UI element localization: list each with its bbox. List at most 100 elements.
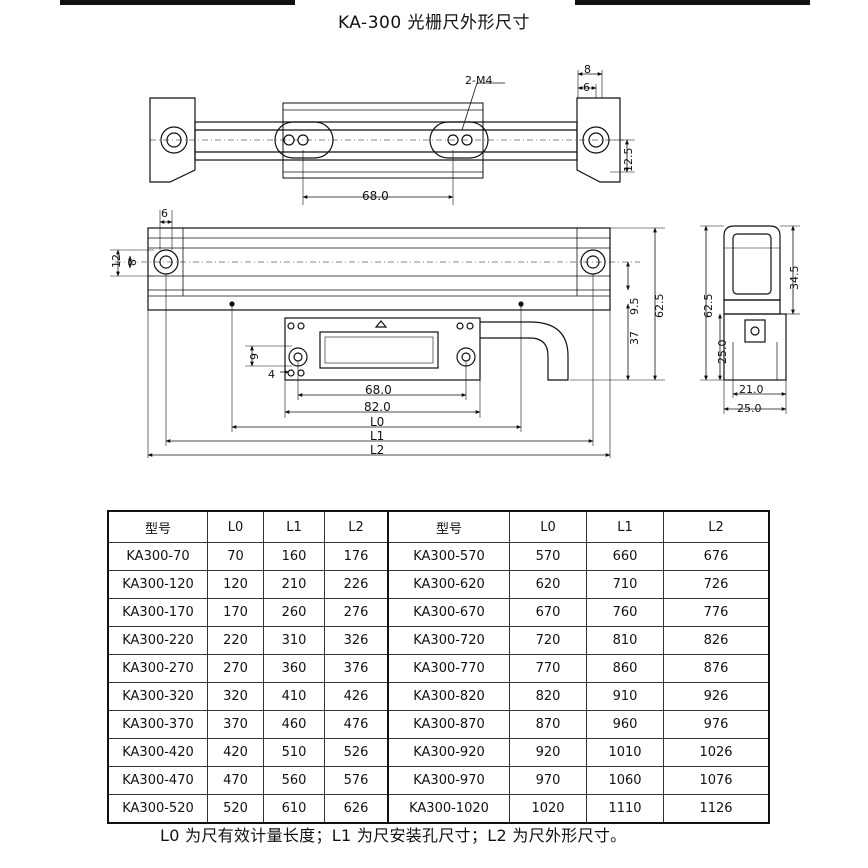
dimension-cell: 810 bbox=[586, 626, 664, 655]
dimension-cell: 710 bbox=[586, 570, 664, 599]
label-21: 21.0 bbox=[739, 383, 764, 396]
label-l2: L2 bbox=[370, 443, 384, 457]
dimension-cell: 1020 bbox=[509, 794, 587, 824]
header-l2-right: L2 bbox=[663, 510, 770, 543]
dimension-cell: 860 bbox=[586, 654, 664, 683]
header-l0-right: L0 bbox=[509, 510, 587, 543]
dimension-cell: 560 bbox=[263, 766, 325, 795]
dimension-cell: 670 bbox=[509, 598, 587, 627]
label-12: 12 bbox=[110, 254, 123, 268]
side-view bbox=[700, 225, 800, 414]
dimension-cell: 226 bbox=[324, 570, 389, 599]
dimension-cell: 360 bbox=[263, 654, 325, 683]
dimension-cell: 276 bbox=[324, 598, 389, 627]
label-6-front: 6 bbox=[161, 207, 168, 220]
label-25-vertical: 25.0 bbox=[716, 340, 729, 365]
dimension-cell: 970 bbox=[509, 766, 587, 795]
dimension-cell: 960 bbox=[586, 710, 664, 739]
dimension-cell: 820 bbox=[509, 682, 587, 711]
header-l0-left: L0 bbox=[207, 510, 264, 543]
dimension-cell: 376 bbox=[324, 654, 389, 683]
label-68-top: 68.0 bbox=[362, 189, 389, 203]
dimension-cell: 876 bbox=[663, 654, 770, 683]
dimension-cell: 70 bbox=[207, 542, 264, 571]
dimension-cell: 910 bbox=[586, 682, 664, 711]
header-model-left: 型号 bbox=[107, 510, 208, 543]
model-cell: KA300-520 bbox=[107, 794, 208, 824]
top-border-right bbox=[575, 0, 810, 5]
dimension-cell: 370 bbox=[207, 710, 264, 739]
model-cell: KA300-420 bbox=[107, 738, 208, 767]
label-8: 8 bbox=[584, 63, 591, 76]
dimension-cell: 660 bbox=[586, 542, 664, 571]
dimension-cell: 426 bbox=[324, 682, 389, 711]
model-cell: KA300-1020 bbox=[387, 794, 510, 824]
front-view bbox=[110, 210, 665, 458]
label-9-5: 9.5 bbox=[628, 298, 641, 316]
label-l0: L0 bbox=[370, 415, 384, 429]
dimension-cell: 620 bbox=[509, 570, 587, 599]
dimension-cell: 776 bbox=[663, 598, 770, 627]
model-cell: KA300-670 bbox=[387, 598, 510, 627]
dimension-cell: 1076 bbox=[663, 766, 770, 795]
dimension-cell: 260 bbox=[263, 598, 325, 627]
dimension-cell: 420 bbox=[207, 738, 264, 767]
model-cell: KA300-70 bbox=[107, 542, 208, 571]
dimension-cell: 1126 bbox=[663, 794, 770, 824]
label-25-horizontal: 25.0 bbox=[737, 402, 762, 415]
label-37: 37 bbox=[628, 331, 641, 345]
dimension-cell: 520 bbox=[207, 794, 264, 824]
model-cell: KA300-170 bbox=[107, 598, 208, 627]
dimension-cell: 310 bbox=[263, 626, 325, 655]
model-cell: KA300-570 bbox=[387, 542, 510, 571]
dimension-drawing: 2-M4 8 6 12.5 68.0 bbox=[110, 63, 801, 458]
dimension-cell: 170 bbox=[207, 598, 264, 627]
model-cell: KA300-220 bbox=[107, 626, 208, 655]
dimension-cell: 1010 bbox=[586, 738, 664, 767]
model-cell: KA300-370 bbox=[107, 710, 208, 739]
top-border-left bbox=[60, 0, 295, 5]
dimension-cell: 220 bbox=[207, 626, 264, 655]
label-34-5: 34.5 bbox=[788, 266, 801, 291]
label-82: 82.0 bbox=[364, 400, 391, 414]
dimension-cell: 770 bbox=[509, 654, 587, 683]
top-view bbox=[149, 70, 635, 205]
model-cell: KA300-120 bbox=[107, 570, 208, 599]
dimension-cell: 320 bbox=[207, 682, 264, 711]
dimension-cell: 576 bbox=[324, 766, 389, 795]
label-12-5: 12.5 bbox=[622, 148, 635, 173]
table-header-row: 型号 L0 L1 L2 型号 L0 L1 L2 bbox=[107, 510, 770, 543]
dimension-cell: 460 bbox=[263, 710, 325, 739]
dimension-cell: 120 bbox=[207, 570, 264, 599]
dimension-cell: 826 bbox=[663, 626, 770, 655]
model-cell: KA300-620 bbox=[387, 570, 510, 599]
model-cell: KA300-870 bbox=[387, 710, 510, 739]
dimension-cell: 610 bbox=[263, 794, 325, 824]
dimension-cell: 1026 bbox=[663, 738, 770, 767]
model-cell: KA300-970 bbox=[387, 766, 510, 795]
header-l1-right: L1 bbox=[586, 510, 664, 543]
dimension-cell: 326 bbox=[324, 626, 389, 655]
header-model-right: 型号 bbox=[387, 510, 510, 543]
dimension-cell: 470 bbox=[207, 766, 264, 795]
label-62-5-front: 62.5 bbox=[653, 294, 666, 319]
label-8-front: 8 bbox=[126, 259, 139, 266]
label-6: 6 bbox=[583, 81, 590, 94]
dimension-cell: 726 bbox=[663, 570, 770, 599]
dimension-cell: 526 bbox=[324, 738, 389, 767]
page-title: KA-300 光栅尺外形尺寸 bbox=[337, 13, 531, 33]
header-l1-left: L1 bbox=[263, 510, 325, 543]
model-cell: KA300-770 bbox=[387, 654, 510, 683]
dimension-cell: 410 bbox=[263, 682, 325, 711]
label-68-front: 68.0 bbox=[365, 383, 392, 397]
dimension-cell: 176 bbox=[324, 542, 389, 571]
